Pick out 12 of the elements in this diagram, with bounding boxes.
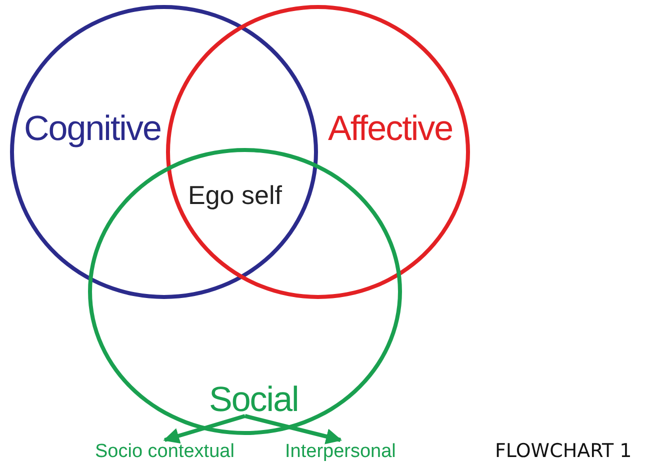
category-label: Socio contextual <box>95 442 234 461</box>
arrow <box>163 414 246 444</box>
arrow <box>244 414 342 444</box>
venn-circle <box>88 148 402 435</box>
circle-label: Affective <box>328 111 453 146</box>
category-label: Interpersonal <box>285 442 396 461</box>
venn-circle <box>10 5 318 299</box>
circle-label: Cognitive <box>24 111 161 146</box>
overlap-label: Ego self <box>188 182 282 208</box>
venn-circle <box>166 5 470 299</box>
caption: FLOWCHART 1 <box>495 442 632 461</box>
circle-label: Social <box>209 382 298 417</box>
